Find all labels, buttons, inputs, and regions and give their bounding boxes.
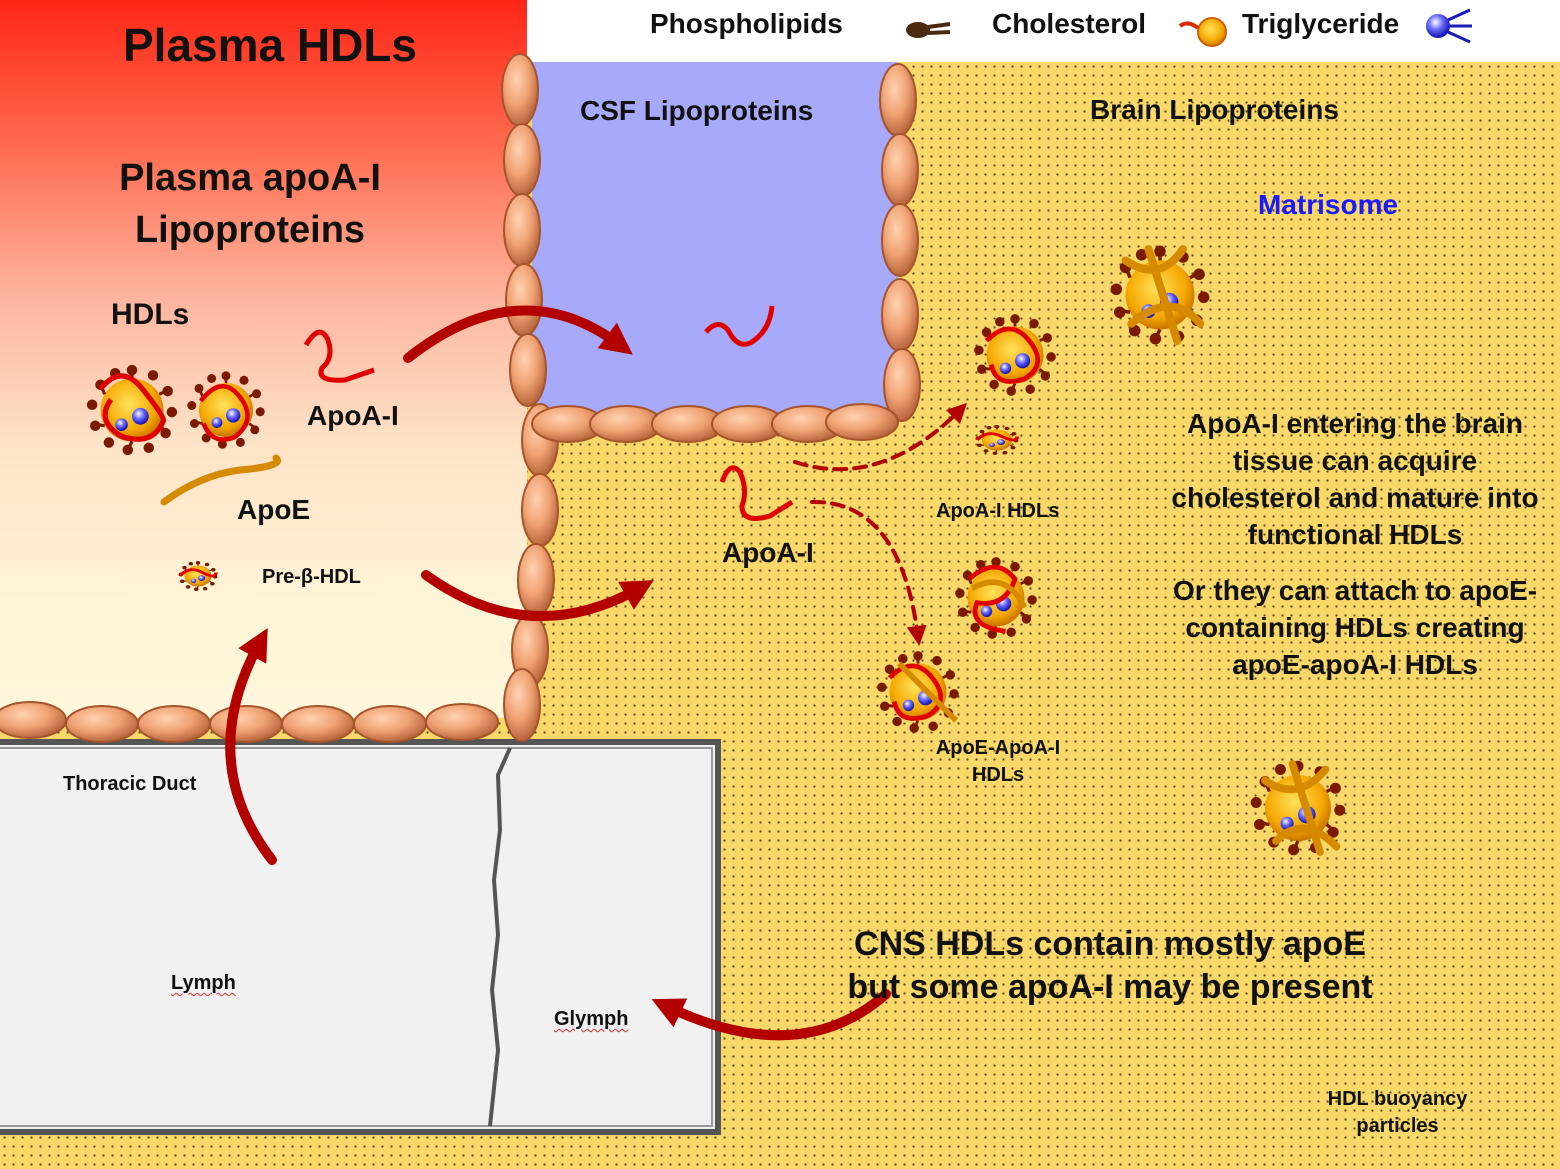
apoe-apoa1-hdls-label-line1: ApoE-ApoA-I (935, 737, 1061, 759)
transport-arrows (225, 305, 968, 1041)
apoe-apoa1-hdls-label-line2: HDLs (971, 764, 1025, 786)
plasma-subtitle-line1: Plasma apoA-I (119, 157, 381, 199)
plasma-subtitle-line2: Lipoproteins (134, 209, 366, 251)
brain-apoa1-label: ApoA-I (722, 537, 814, 568)
paragraph-line: Or they can attach to apoE- (1172, 575, 1538, 606)
apoa1-maturation-paragraph: ApoA-I entering the brain tissue can acq… (1150, 405, 1560, 553)
plasma-apoa1-label: ApoA-I (307, 400, 399, 431)
apoe-attach-paragraph: Or they can attach to apoE- containing H… (1150, 572, 1560, 683)
thoracic-duct-label: Thoracic Duct (63, 773, 197, 795)
apoa1-hdl-small-icon (974, 424, 1020, 456)
paragraph-line: but some apoA-I may be present (847, 968, 1373, 1006)
legend-phospholipids-label: Phospholipids (650, 8, 843, 39)
cns-hdl-paragraph: CNS HDLs contain mostly apoE but some ap… (830, 923, 1390, 1009)
legend-triglyceride-label: Triglyceride (1242, 8, 1400, 39)
pre-beta-hdl-icon (177, 560, 219, 592)
paragraph-line: functional HDLs (1247, 519, 1463, 550)
apoe-protein-icon (160, 454, 281, 506)
matrisome-label: Matrisome (1258, 189, 1399, 220)
apoa1-protein-icon (303, 329, 375, 383)
endothelial-cells (0, 53, 921, 743)
phospholipid-icon (906, 22, 951, 38)
apoe-hdl-icon (953, 555, 1039, 641)
csf-title: CSF Lipoproteins (580, 95, 814, 126)
buoyancy-label: HDL buoyancy particles (1310, 1086, 1485, 1140)
apoa1-hdl-icon (972, 312, 1058, 398)
matrisome-hdl-icon (1108, 243, 1212, 347)
glymph-label: Glymph (554, 1008, 629, 1030)
cholesterol-icon (1178, 17, 1227, 47)
pre-beta-hdl-label: Pre-β-HDL (262, 566, 361, 588)
plasma-hdls-label: HDLs (111, 298, 190, 331)
legend-bar (527, 0, 1560, 62)
brain-apoa1-icon (719, 465, 794, 521)
lymph-label: Lymph (171, 972, 236, 994)
paragraph-line: cholesterol and mature into (1171, 482, 1539, 513)
paragraph-line: ApoA-I entering the brain (1187, 408, 1523, 439)
hdl-particle-icon (185, 369, 267, 451)
buoyancy-hdl-icon (1249, 759, 1347, 857)
hdl-particle-icon (85, 363, 179, 457)
paragraph-line: tissue can acquire (1232, 445, 1478, 476)
apoe-apoa1-hdl-icon (875, 649, 961, 735)
plasma-title: Plasma HDLs (122, 19, 417, 71)
apoa1-hdls-label: ApoA-I HDLs (936, 500, 1060, 522)
plasma-apoe-label: ApoE (237, 494, 311, 525)
buoyancy-label-line2: particles (1356, 1115, 1439, 1137)
legend-cholesterol-label: Cholesterol (992, 8, 1147, 39)
brain-title: Brain Lipoproteins (1090, 94, 1339, 125)
csf-region (532, 62, 898, 427)
buoyancy-label-line1: HDL buoyancy (1327, 1088, 1468, 1110)
csf-apoa1-icon (704, 305, 775, 347)
triglyceride-icon (1426, 8, 1472, 44)
plasma-region (0, 0, 527, 718)
paragraph-line: apoE-apoA-I HDLs (1232, 649, 1478, 680)
lymph-vessel (0, 739, 721, 1135)
paragraph-line: containing HDLs creating (1185, 612, 1525, 643)
paragraph-line: CNS HDLs contain mostly apoE (854, 925, 1366, 963)
